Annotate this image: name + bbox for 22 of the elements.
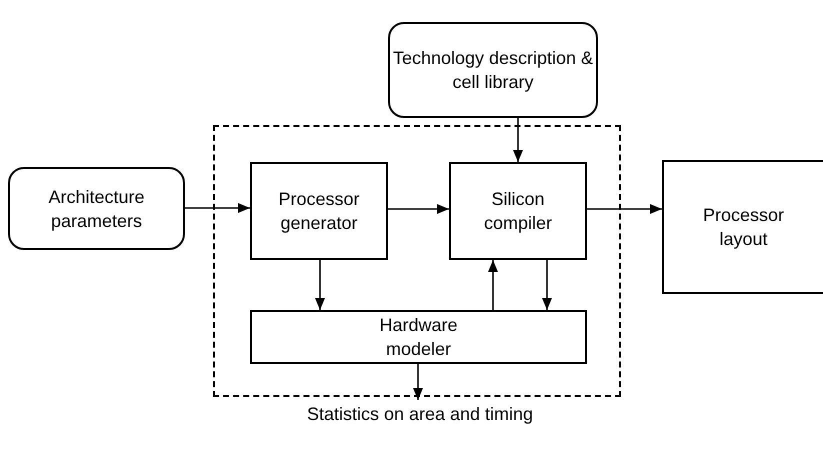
process-box: [449, 162, 587, 260]
terminal-box: [388, 22, 598, 118]
arrow: [542, 260, 552, 310]
arrow: [413, 364, 423, 400]
arrow: [587, 204, 662, 214]
node-label: Silicon compiler: [482, 188, 554, 235]
node-label: Statistics on area and timing: [306, 403, 534, 426]
node-label: Processor layout: [702, 204, 786, 251]
node-label: Architecture parameters: [47, 186, 146, 232]
arrow: [185, 203, 250, 213]
arrow: [513, 118, 523, 162]
process-box: [250, 310, 587, 364]
arrow: [488, 260, 498, 310]
terminal-box: [8, 167, 185, 250]
arrow: [315, 260, 325, 310]
output-box: [662, 160, 823, 294]
node-label: Hardware modeler: [378, 314, 459, 361]
dashed-boundary: [213, 125, 621, 397]
arrow: [388, 204, 449, 214]
node-label: Technology description & cell library: [392, 47, 594, 94]
process-box: [250, 162, 388, 260]
node-label: Processor generator: [277, 188, 361, 235]
